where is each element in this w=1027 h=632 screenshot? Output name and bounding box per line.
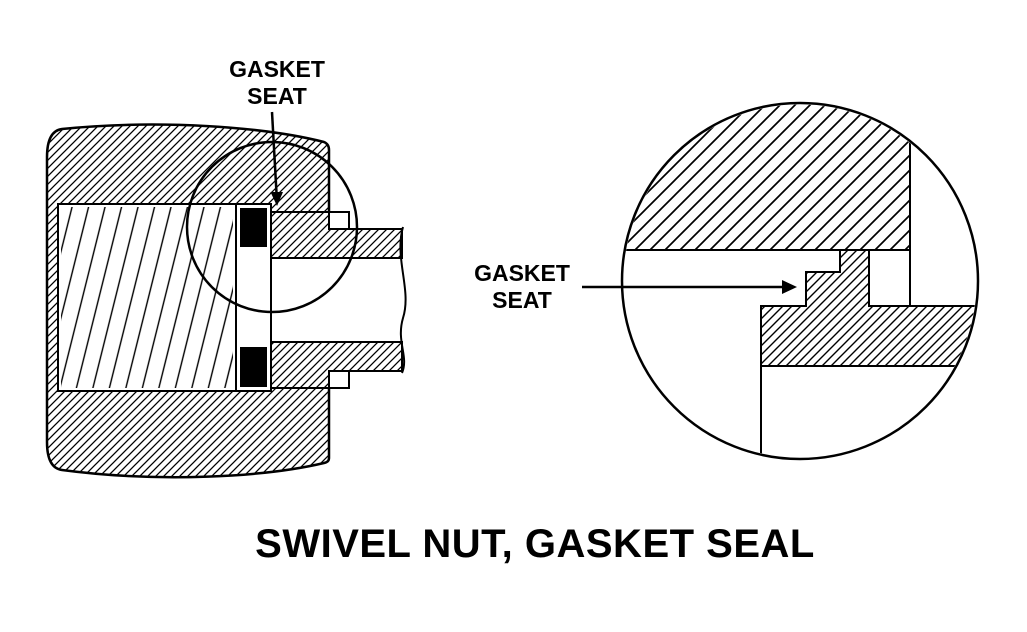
magnified-detail-view [620,101,980,461]
bore-passage [272,259,402,341]
right-callout-arrowhead-icon [782,280,797,294]
fitting-lower-step [328,370,350,389]
left-callout-label-line1: GASKET [229,56,325,82]
gasket-lower-section [240,347,267,387]
thread-section-lines [61,207,233,388]
male-fitting [270,211,407,389]
left-callout-leader-line [270,111,278,194]
left-callout-arrowhead-icon [270,192,283,206]
left-cross-section-view [45,123,407,479]
detail-gasket-seat-step [760,249,977,367]
gasket-assembly [235,203,272,392]
left-gasket-seat-callout: GASKET SEAT [229,56,325,206]
figure-caption: SWIVEL NUT, GASKET SEAL [255,522,815,566]
left-callout-label-line2: SEAT [247,83,307,109]
right-callout-label-line2: SEAT [492,287,552,313]
detail-nut-wall [623,104,910,250]
right-callout-label-line1: GASKET [474,260,570,286]
gasket-upper-section [240,208,267,247]
fitting-upper-step [328,211,350,230]
right-gasket-seat-callout: GASKET SEAT [474,260,797,313]
detail-view-circle [620,101,980,461]
tube-break-line [399,226,407,374]
detail-indicator-circle [185,140,359,314]
